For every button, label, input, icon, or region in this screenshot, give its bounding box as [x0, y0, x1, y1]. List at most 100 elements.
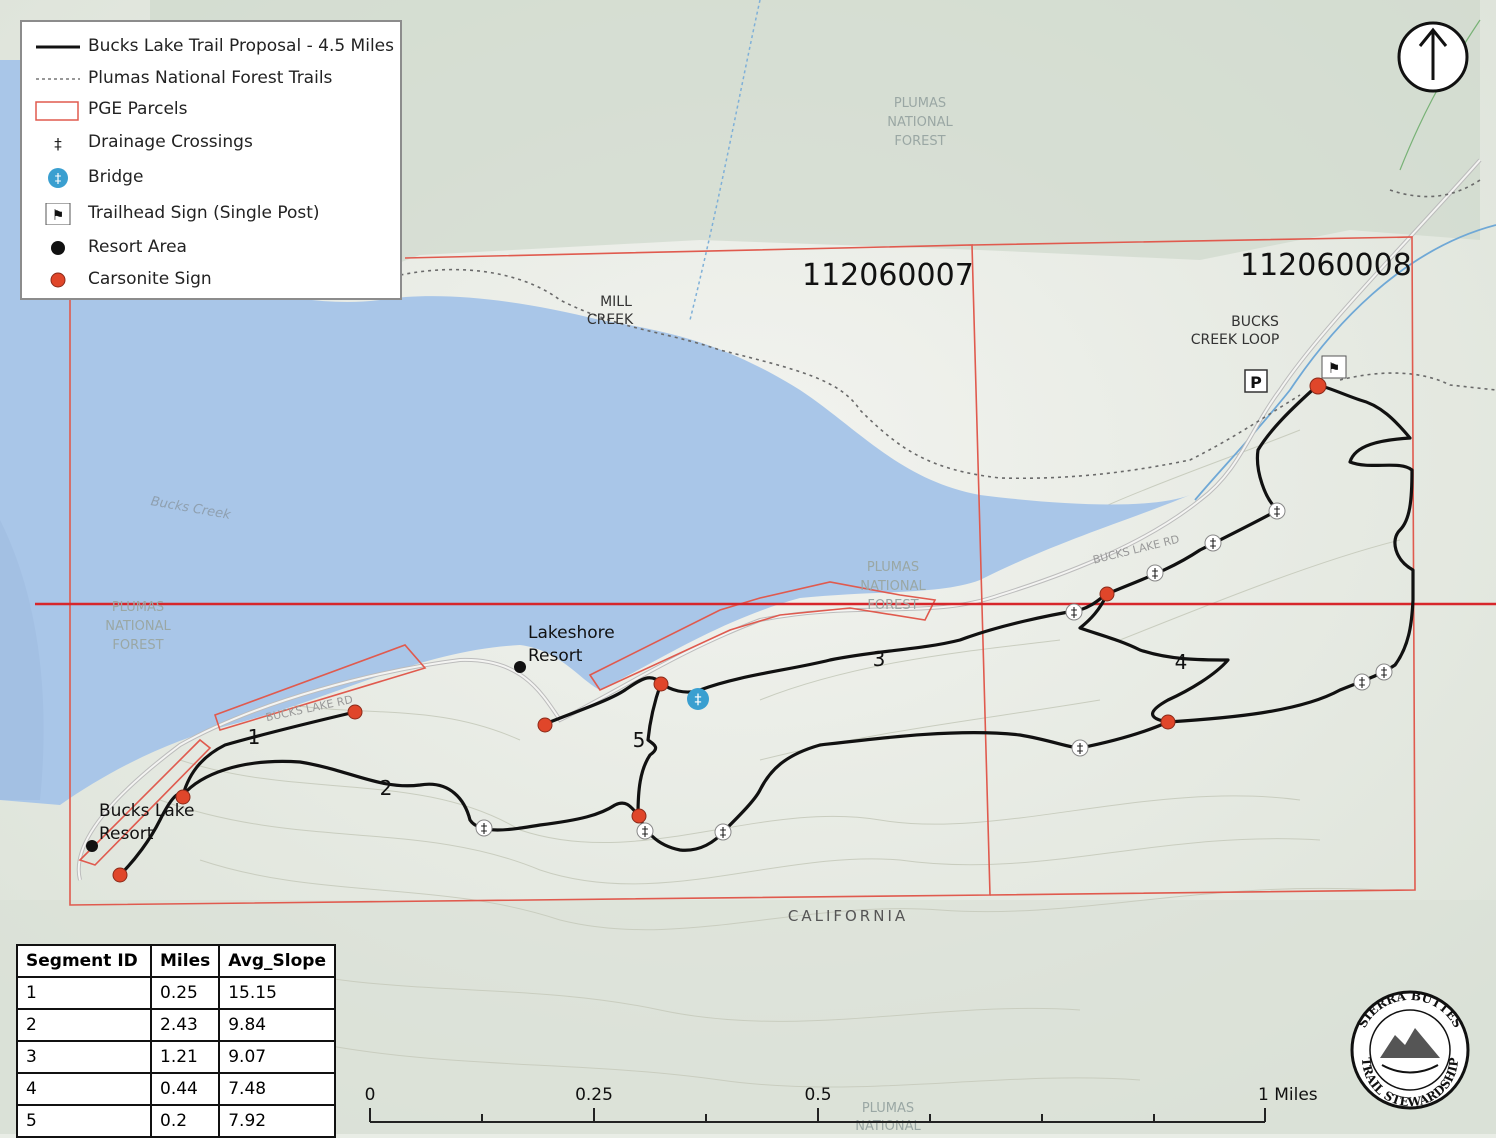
crossing-icon: ‡ [54, 135, 62, 153]
parcel-box-icon [35, 101, 79, 121]
table-cell: 15.15 [218, 976, 336, 1010]
table-row: 1 0.25 15.15 [16, 976, 336, 1010]
plumas-forest-center: NATIONAL [860, 579, 926, 594]
table-cell: 5 [16, 1104, 152, 1138]
column-header: Segment ID [16, 944, 152, 978]
pge-parcels [69, 236, 1416, 906]
legend-label: Resort Area [88, 237, 187, 257]
red-dot-icon [1309, 377, 1327, 395]
legend-label: PGE Parcels [88, 99, 188, 119]
trail-segment-1 [118, 710, 357, 877]
trail-segment-4 [1078, 592, 1230, 724]
legend-item-carsonite: Carsonite Sign [22, 265, 400, 295]
plumas-forest-north: FOREST [894, 134, 945, 149]
forest-trails [379, 179, 1496, 480]
table-row: 5 0.2 7.92 [16, 1104, 336, 1138]
map-legend: Bucks Lake Trail Proposal - 4.5 Miles Pl… [20, 20, 402, 300]
red-dot-icon [175, 789, 191, 805]
crossing-icon: ‡ [1065, 603, 1083, 621]
trail-segment-5 [636, 681, 663, 817]
svg-text:‡: ‡ [1359, 676, 1366, 691]
mill-creek-label: CREEK [587, 312, 634, 328]
bridge-icon: ‡ [687, 688, 709, 710]
table-cell: 9.84 [218, 1008, 336, 1042]
table-row: 4 0.44 7.48 [16, 1072, 336, 1106]
forest-shading-south [0, 900, 1496, 1134]
lakeshore-resort-label: Resort [528, 646, 583, 666]
svg-text:‡: ‡ [1210, 537, 1217, 552]
table-cell: 0.2 [149, 1104, 221, 1138]
legend-label: Drainage Crossings [88, 132, 253, 152]
svg-text:‡: ‡ [481, 822, 488, 837]
table-cell: 2.43 [149, 1008, 221, 1042]
parcel-id-east: 112060008 [1240, 248, 1412, 283]
forest-shading [150, 0, 1480, 320]
table-cell: 1 [16, 976, 152, 1010]
scale-tick-label: 0.5 [804, 1085, 831, 1105]
legend-item-resort: Resort Area [22, 233, 400, 263]
table-header-row: Segment ID Miles Avg_Slope [16, 944, 336, 978]
mill-creek-stream [689, 0, 761, 321]
plumas-forest-north: PLUMAS [894, 96, 946, 111]
bridge-icon: ‡ [48, 168, 68, 188]
lakeshore-resort-label: Lakeshore [528, 623, 615, 643]
scale-bar: 0 0.25 0.5 1 Miles [365, 1085, 1318, 1123]
red-dot-icon [347, 704, 363, 720]
svg-text:‡: ‡ [1077, 742, 1084, 757]
northeast-green-line [1399, 19, 1481, 171]
legend-item-bridge: ‡ Bridge [22, 163, 400, 193]
table-cell: 1.21 [149, 1040, 221, 1074]
scale-tick-label: 0 [365, 1085, 376, 1105]
lake-west-arm [0, 520, 44, 800]
black-dot-icon [86, 840, 98, 852]
dashed-line-icon [36, 78, 80, 80]
red-dot-icon [653, 676, 669, 692]
svg-text:‡: ‡ [695, 692, 702, 708]
segment-label-1: 1 [248, 725, 261, 749]
crossing-icon: ‡ [1204, 534, 1222, 552]
svg-text:‡: ‡ [720, 826, 727, 841]
scale-tick-label: 1 Miles [1258, 1085, 1318, 1105]
svg-text:‡: ‡ [1071, 606, 1078, 621]
svg-text:P: P [1250, 373, 1262, 392]
parcel-strip-1 [213, 644, 427, 731]
legend-label: Trailhead Sign (Single Post) [88, 203, 320, 223]
trailhead-icon: ⚑ [45, 203, 71, 225]
svg-text:⚑: ⚑ [52, 208, 65, 224]
table-cell: 0.25 [149, 976, 221, 1010]
segment-label-2: 2 [380, 776, 393, 800]
mill-creek-label: MILL [600, 294, 632, 310]
legend-item-trail-proposal: Bucks Lake Trail Proposal - 4.5 Miles [22, 32, 400, 62]
legend-item-pge-parcels: PGE Parcels [22, 95, 400, 125]
svg-text:‡: ‡ [1152, 567, 1159, 582]
red-dot-icon [1160, 714, 1176, 730]
parcel-strip-2 [588, 581, 937, 692]
road-inner [77, 159, 1481, 881]
segment-label-5: 5 [633, 728, 646, 752]
segment-table: Segment ID Miles Avg_Slope 1 0.25 15.15 … [16, 944, 336, 1138]
parcel-112060008 [971, 236, 1416, 896]
black-dot-icon [51, 241, 65, 255]
legend-label: Bucks Lake Trail Proposal - 4.5 Miles [88, 36, 394, 56]
drainage-crossings: ‡ ‡ ‡ ‡ ‡ ‡ ‡ ‡ ‡ ‡ [475, 502, 1393, 841]
california-label: CALIFORNIA [788, 907, 908, 925]
plumas-forest-center: FOREST [867, 598, 918, 613]
table-cell: 4 [16, 1072, 152, 1106]
svg-text:‡: ‡ [1274, 505, 1281, 520]
solid-line-icon [36, 45, 80, 49]
red-dot-icon [537, 717, 553, 733]
plumas-forest-west: NATIONAL [105, 619, 171, 634]
legend-label: Carsonite Sign [88, 269, 212, 289]
plumas-forest-west: PLUMAS [112, 600, 164, 615]
table-cell: 9.07 [218, 1040, 336, 1074]
table-row: 2 2.43 9.84 [16, 1008, 336, 1042]
table-cell: 7.48 [218, 1072, 336, 1106]
svg-text:‡: ‡ [55, 172, 62, 187]
carsonite-signs [112, 377, 1327, 883]
segment-label-4: 4 [1175, 650, 1188, 674]
table-cell: 2 [16, 1008, 152, 1042]
svg-text:‡: ‡ [54, 135, 62, 153]
crossing-icon: ‡ [1071, 739, 1089, 757]
scale-tick-label: 0.25 [575, 1085, 613, 1105]
